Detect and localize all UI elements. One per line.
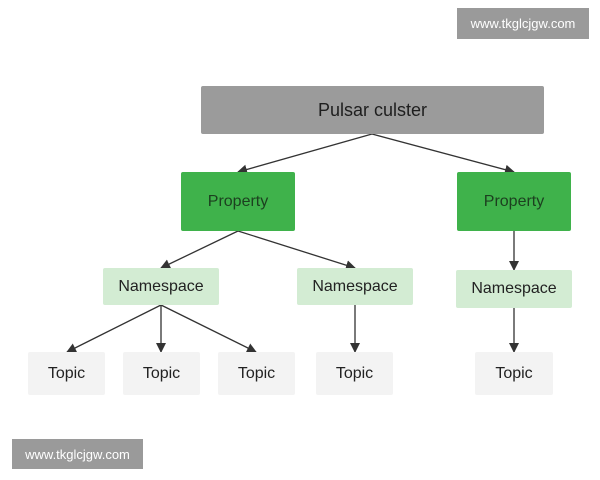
namespace-node-1: Namespace <box>103 268 219 305</box>
root-node-pulsar-cluster: Pulsar culster <box>201 86 544 134</box>
edge-root-property-2 <box>371 133 515 175</box>
namespace-node-3: Namespace <box>456 270 572 308</box>
topic-node-5: Topic <box>475 352 553 395</box>
property-node-1: Property <box>181 172 295 231</box>
topic-node-2: Topic <box>123 352 200 395</box>
edge-namespace-1-topic-1 <box>66 304 162 353</box>
watermark-top: www.tkglcjgw.com <box>457 8 589 39</box>
namespace-node-2: Namespace <box>297 268 413 305</box>
edge-root-property-1 <box>237 133 373 175</box>
topic-node-1: Topic <box>28 352 105 395</box>
edge-namespace-1-topic-3 <box>160 304 257 353</box>
topic-node-3: Topic <box>218 352 295 395</box>
watermark-bottom: www.tkglcjgw.com <box>12 439 143 469</box>
topic-node-4: Topic <box>316 352 393 395</box>
edge-property-1-namespace-2 <box>237 230 356 271</box>
property-node-2: Property <box>457 172 571 231</box>
edge-property-1-namespace-1 <box>160 230 239 269</box>
